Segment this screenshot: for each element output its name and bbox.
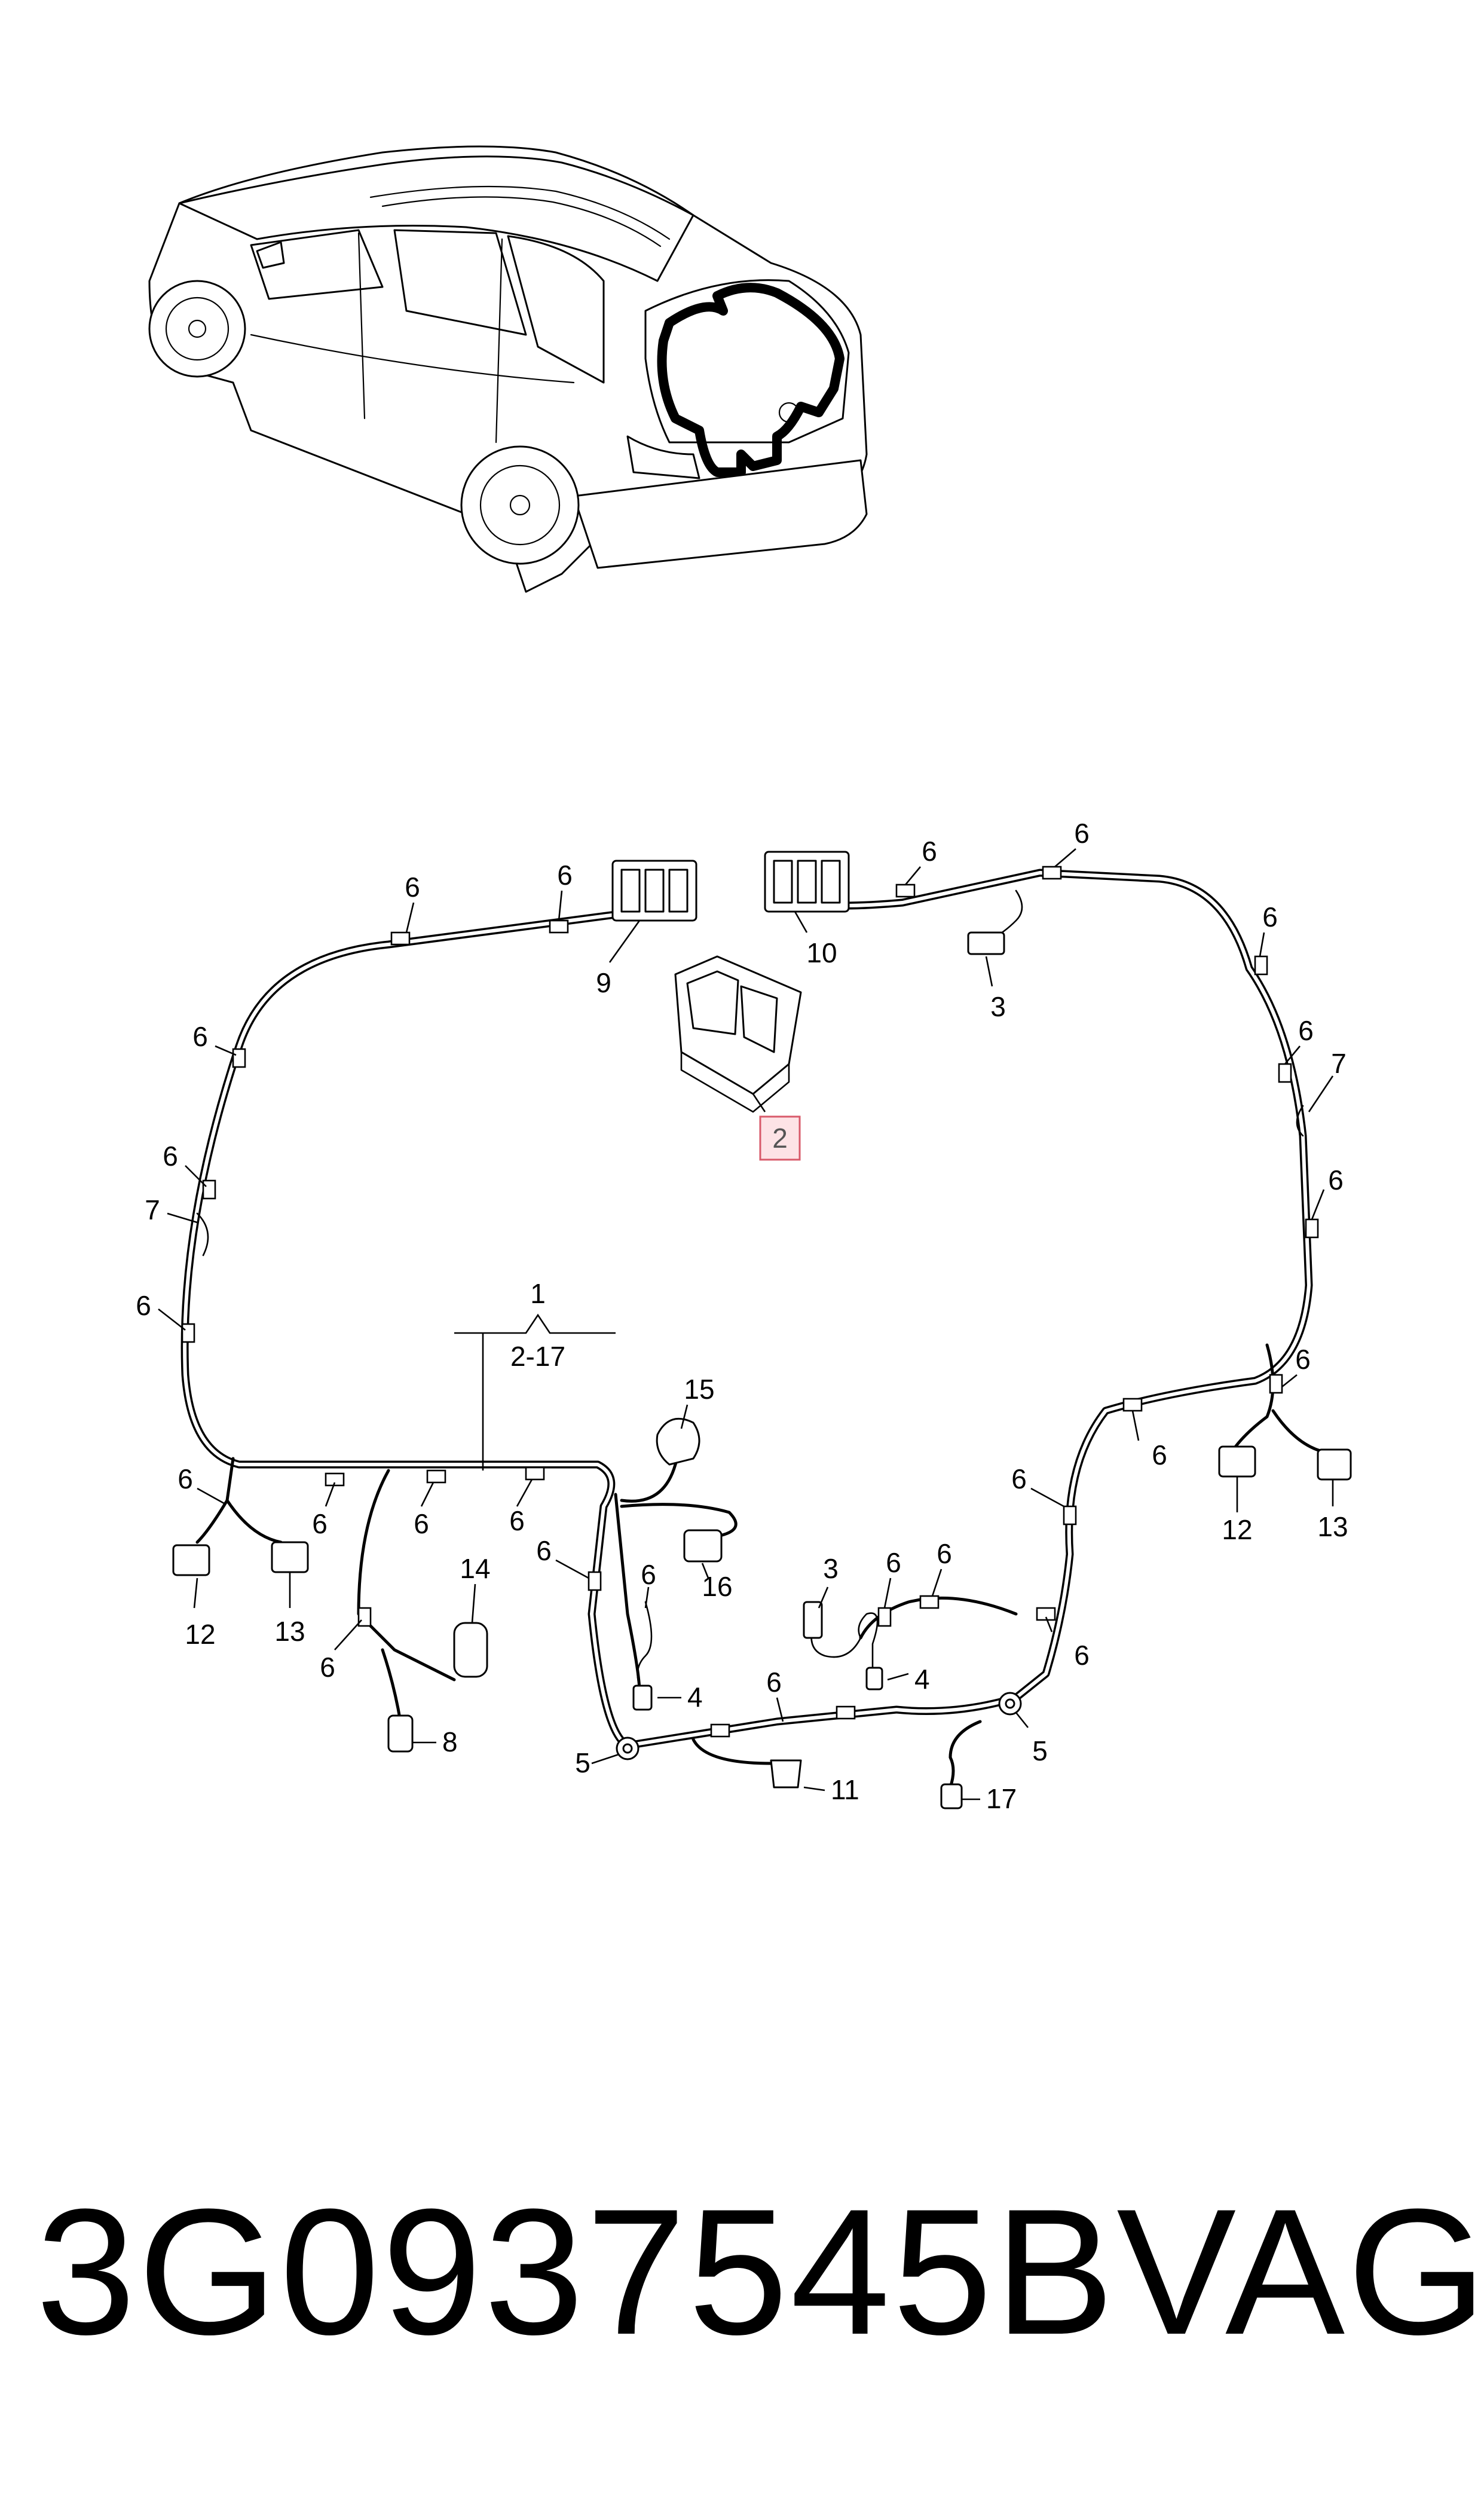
rear-hatch-harness-highlight [657, 283, 844, 477]
callout-label: 8 [442, 1726, 458, 1757]
callout-label: 6 [1298, 1015, 1314, 1046]
callout-label: 3 [823, 1553, 839, 1584]
callout-label: 12 [185, 1619, 215, 1650]
callout-label: 6 [405, 872, 420, 903]
brand-name: VAG [1116, 2171, 1484, 2372]
callout-label: 13 [274, 1616, 305, 1647]
callout-label: 4 [914, 1664, 930, 1695]
callout-label: 1 [530, 1278, 546, 1309]
callout-labels: 6 6 9 10 6 6 3 6 6 7 6 2 6 6 7 6 1 2-17 … [136, 818, 1348, 1814]
callout-label: 6 [641, 1559, 656, 1590]
callout-label: 10 [806, 937, 837, 968]
callout-label: 15 [684, 1374, 714, 1405]
part-2-housing [674, 955, 802, 1113]
callout-label: 6 [937, 1538, 952, 1569]
callout-label: 6 [320, 1652, 335, 1683]
callout-label: 6 [1152, 1439, 1167, 1471]
callout-label: 5 [575, 1747, 590, 1778]
callout-label: 3 [990, 991, 1006, 1022]
harness-parts [172, 851, 1352, 1809]
callout-label: 6 [922, 836, 937, 867]
callout-label: 4 [687, 1682, 703, 1713]
leader-lines [158, 848, 1334, 1800]
callout-label: 6 [1074, 818, 1090, 849]
callout-label: 6 [312, 1508, 328, 1539]
callout-label: 6 [1295, 1344, 1311, 1375]
callout-label: 6 [1262, 901, 1278, 933]
callout-label: 17 [986, 1783, 1017, 1814]
callout-label: 9 [596, 967, 611, 998]
callout-label: 7 [145, 1194, 160, 1225]
callout-label: 12 [1222, 1514, 1252, 1545]
callout-label: 11 [831, 1774, 859, 1805]
callout-label: 6 [766, 1667, 782, 1698]
callout-label: 16 [702, 1571, 732, 1602]
callout-label: 6 [178, 1463, 193, 1494]
callout-2-highlight [759, 1115, 801, 1161]
footer-banner: 3G0937545B VAG [36, 2164, 1484, 2379]
callout-label: 6 [192, 1021, 208, 1052]
callout-label: 6 [536, 1535, 552, 1566]
callout-label: 2-17 [510, 1341, 565, 1372]
callout-label: 13 [1317, 1511, 1348, 1542]
car-illustration [148, 145, 868, 593]
callout-label: 7 [1331, 1048, 1347, 1079]
callout-label: 6 [163, 1141, 178, 1172]
callout-label: 6 [886, 1547, 901, 1578]
callout-label: 5 [1032, 1735, 1048, 1766]
connector-10 [764, 851, 850, 913]
callout-label: 6 [414, 1508, 429, 1539]
callout-label: 6 [1074, 1640, 1090, 1671]
callout-label: 2 [772, 1123, 788, 1154]
callout-label: 6 [509, 1505, 525, 1536]
callout-label: 6 [1328, 1164, 1344, 1196]
part-number: 3G0937545B [36, 2171, 1117, 2372]
connector-9 [611, 860, 697, 922]
callout-label: 6 [1011, 1463, 1027, 1494]
callout-label: 6 [136, 1290, 151, 1321]
callout-label: 6 [557, 860, 573, 891]
callout-label: 14 [460, 1553, 490, 1584]
